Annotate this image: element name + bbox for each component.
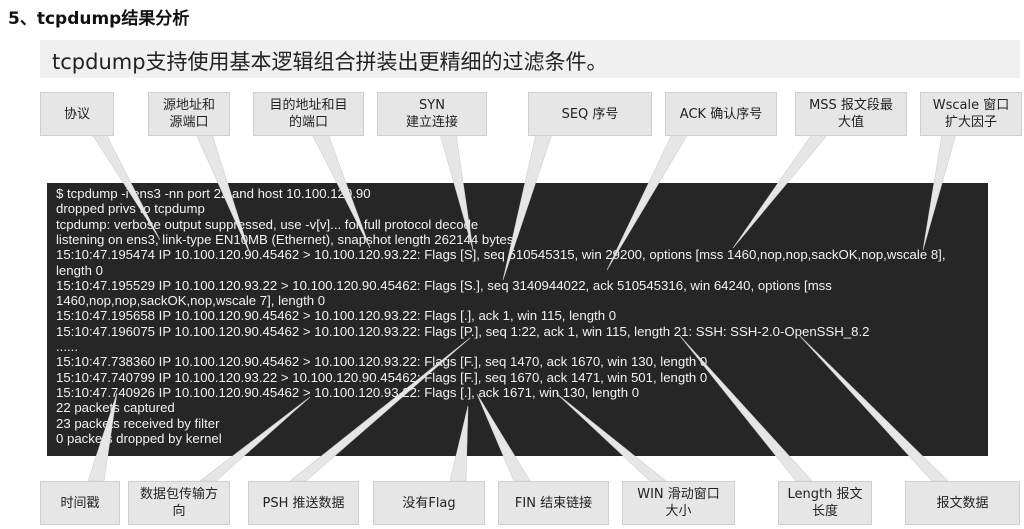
label-mss: MSS 报文段最 大值 — [795, 92, 907, 136]
terminal-line: 15:10:47.740926 IP 10.100.120.90.45462 >… — [56, 384, 640, 400]
label-direction: 数据包传输方 向 — [128, 481, 230, 525]
label-win: WIN 滑动窗口 大小 — [622, 481, 735, 525]
label-fin: FIN 结束链接 — [498, 481, 609, 525]
label-protocol: 协议 — [40, 92, 114, 136]
terminal-line: 0 packets dropped by kernel — [56, 430, 222, 446]
terminal-output: $ tcpdump -i ens3 -nn port 22 and host 1… — [47, 183, 988, 456]
banner-text: tcpdump支持使用基本逻辑组合拼装出更精细的过滤条件。 — [52, 50, 608, 74]
terminal-line: tcpdump: verbose output suppressed, use … — [56, 216, 479, 232]
label-timestamp: 时间戳 — [40, 481, 120, 525]
terminal-line: 15:10:47.195474 IP 10.100.120.90.45462 >… — [56, 247, 946, 263]
terminal-line: length 0 — [56, 262, 103, 278]
label-source-address: 源地址和 源端口 — [148, 92, 230, 136]
terminal-line: $ tcpdump -i ens3 -nn port 22 and host 1… — [56, 186, 371, 201]
label-payload: 报文数据 — [905, 481, 1020, 525]
label-ack: ACK 确认序号 — [665, 92, 777, 136]
terminal-line: 1460,nop,nop,sackOK,nop,wscale 7], lengt… — [56, 293, 326, 309]
terminal-line: 15:10:47.195529 IP 10.100.120.93.22 > 10… — [56, 277, 832, 293]
terminal-line: dropped privs to tcpdump — [56, 201, 205, 217]
terminal-line: 23 packets received by filter — [56, 415, 220, 431]
terminal-line: ...... — [56, 339, 78, 354]
label-destination-address: 目的地址和目 的端口 — [253, 92, 364, 136]
label-psh: PSH 推送数据 — [248, 481, 359, 525]
terminal-line: 15:10:47.738360 IP 10.100.120.90.45462 >… — [56, 354, 708, 370]
terminal-line: listening on ens3, link-type EN10MB (Eth… — [56, 231, 514, 247]
terminal-line: 22 packets captured — [56, 400, 175, 416]
terminal-line: 15:10:47.195658 IP 10.100.120.90.45462 >… — [56, 308, 617, 324]
terminal-line: 15:10:47.740799 IP 10.100.120.93.22 > 10… — [56, 369, 708, 385]
label-seq: SEQ 序号 — [528, 92, 652, 136]
section-heading: 5、tcpdump结果分析 — [8, 9, 190, 29]
banner: tcpdump支持使用基本逻辑组合拼装出更精细的过滤条件。 — [40, 40, 1020, 78]
label-length: Length 报文 长度 — [778, 481, 872, 525]
label-no-flag: 没有Flag — [373, 481, 485, 525]
label-syn: SYN 建立连接 — [377, 92, 487, 136]
terminal-line: 15:10:47.196075 IP 10.100.120.90.45462 >… — [56, 323, 870, 339]
label-wscale: Wscale 窗口 扩大因子 — [920, 92, 1022, 136]
